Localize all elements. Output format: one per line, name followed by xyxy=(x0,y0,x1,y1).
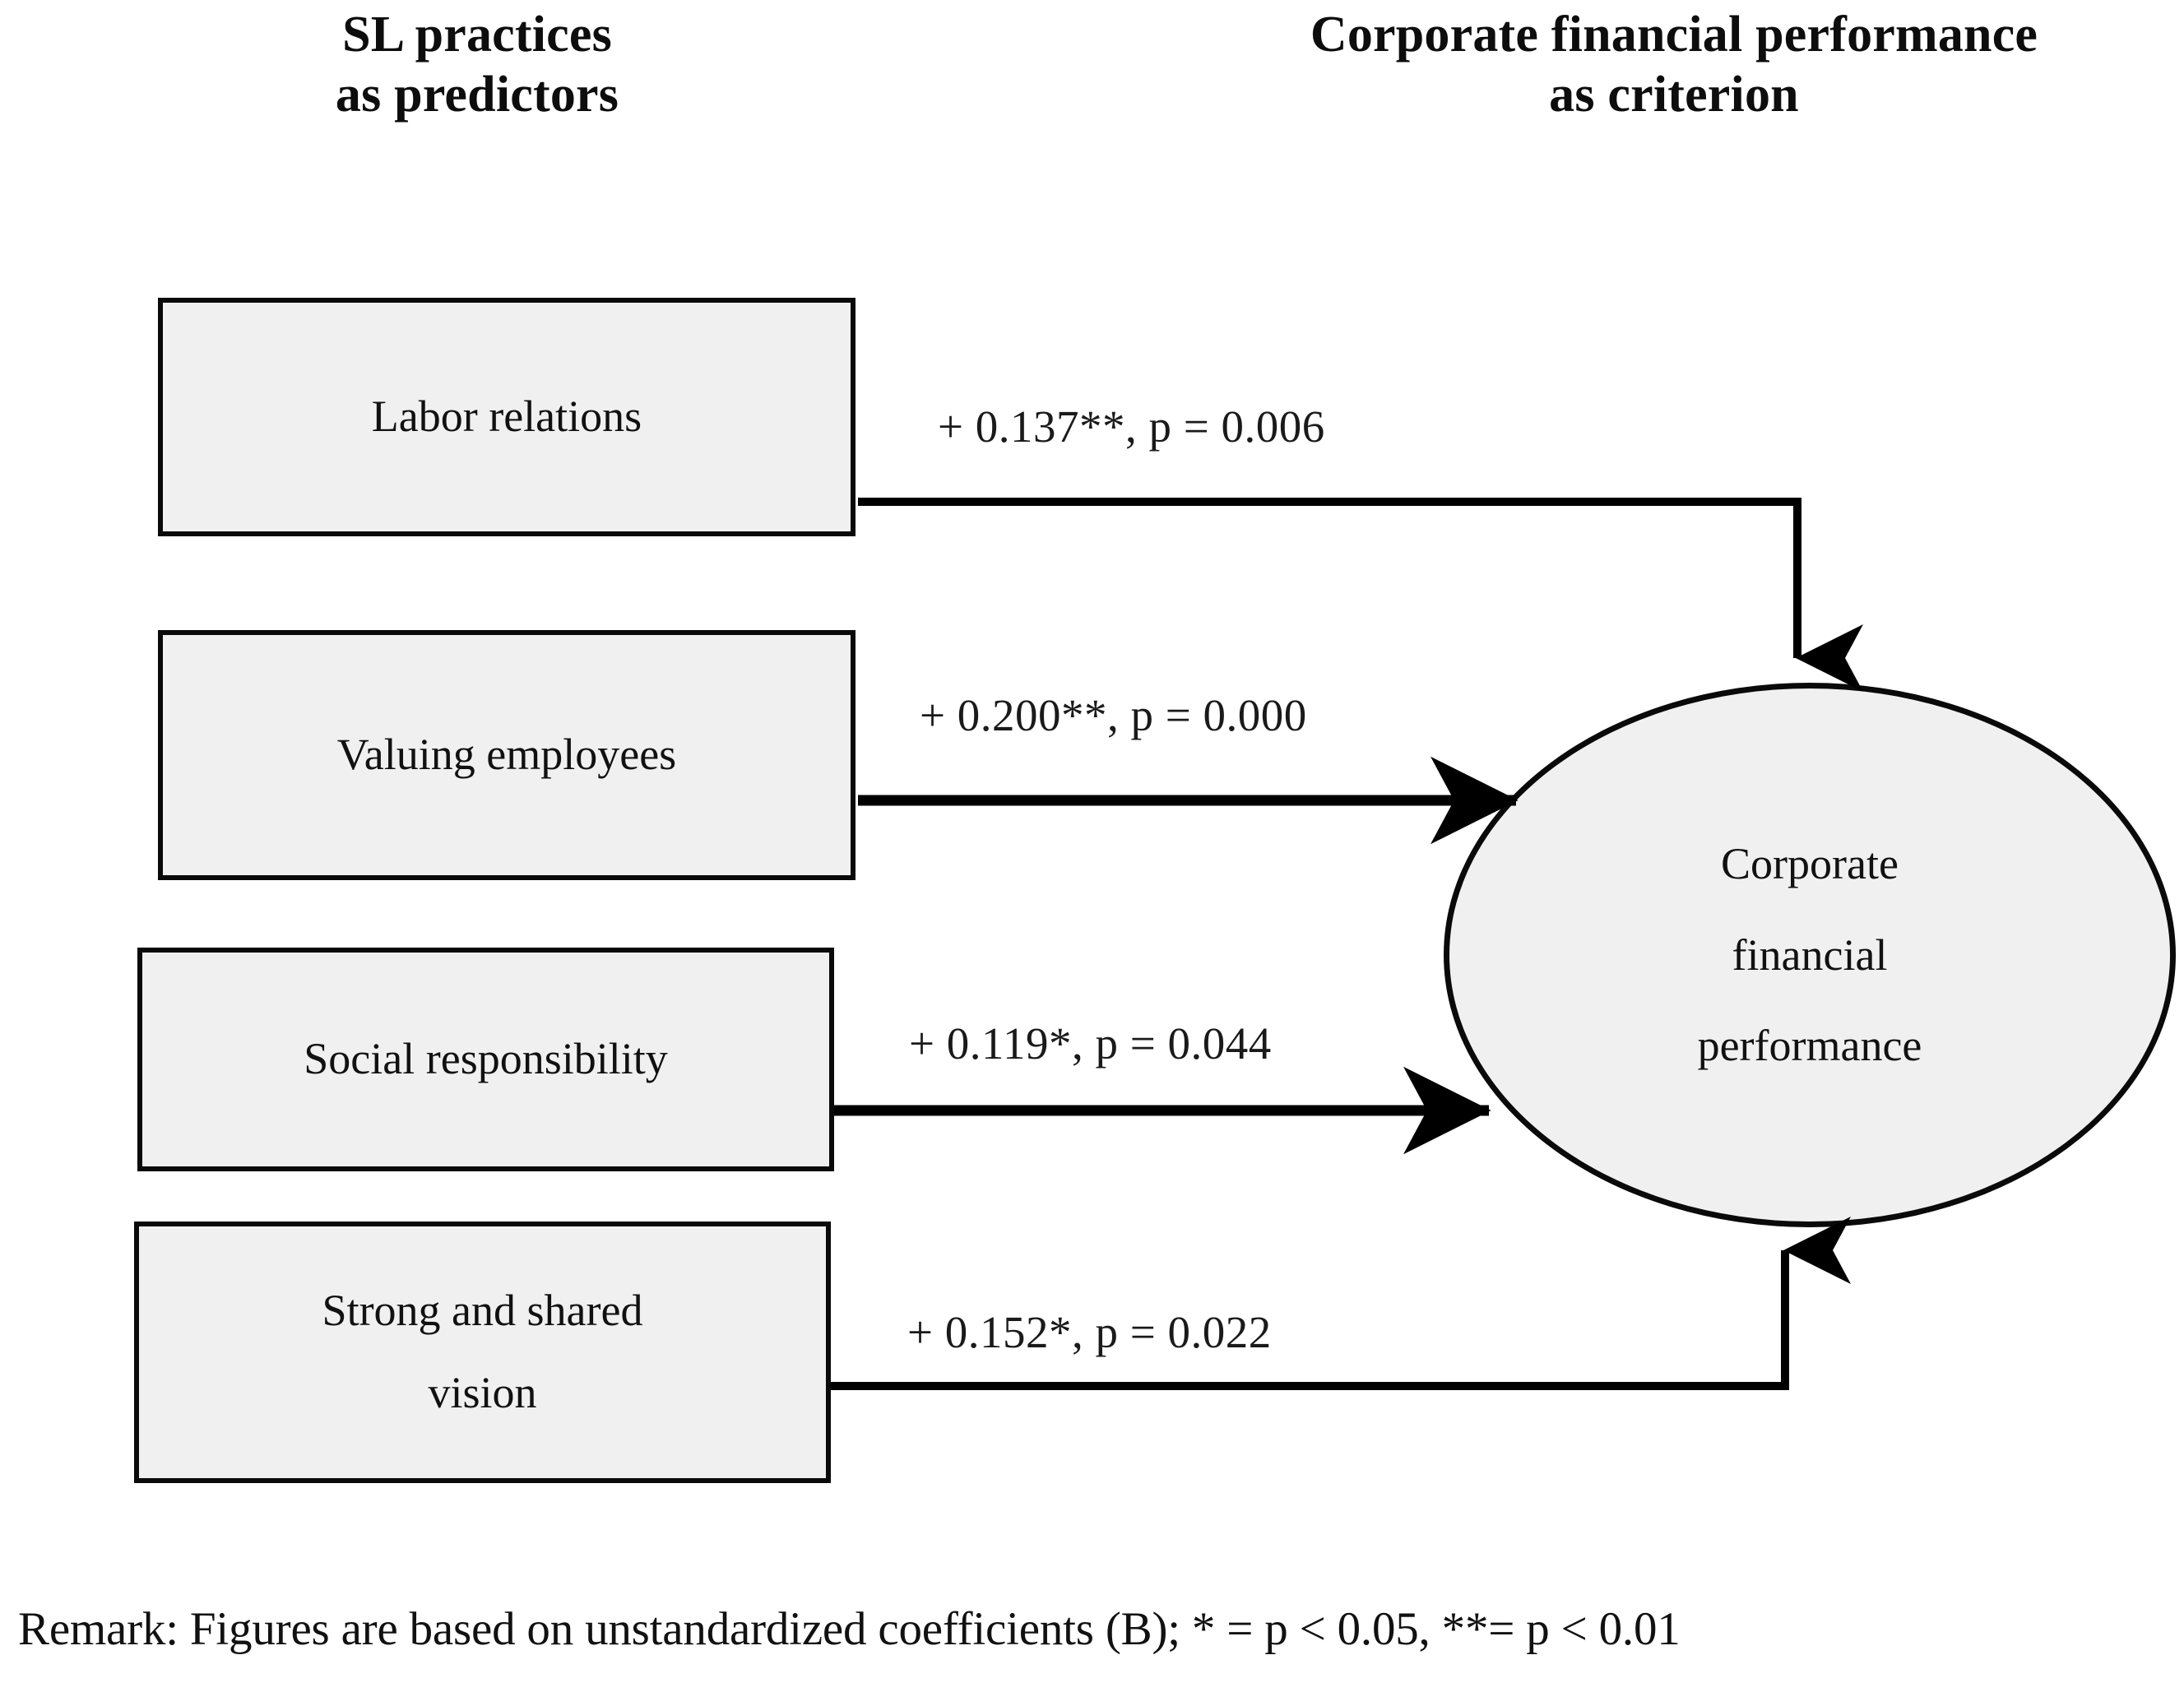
predictor-label-labor-relations: Labor relations xyxy=(371,392,642,442)
predictor-box-social-responsibility[interactable]: Social responsibility xyxy=(137,948,834,1171)
predictor-label-valuing-employees: Valuing employees xyxy=(336,730,677,780)
criterion-label-line2: financial xyxy=(1732,929,1888,980)
criterion-ellipse-corporate-financial-performance[interactable]: Corporate financial performance xyxy=(1444,683,2176,1227)
criterion-label-line3: performance xyxy=(1697,1021,1922,1071)
path-label-social-responsibility: + 0.119*, p = 0.044 xyxy=(909,1018,1272,1069)
figure-remark: Remark: Figures are based on unstandardi… xyxy=(18,1603,1681,1655)
predictor-box-valuing-employees[interactable]: Valuing employees xyxy=(158,630,856,880)
arrow-labor-relations-to-cfp xyxy=(858,498,1863,692)
predictor-label-social-responsibility: Social responsibility xyxy=(304,1034,668,1084)
column-header-criterion: Corporate financial performance as crite… xyxy=(1176,5,2172,125)
criterion-label-line1: Corporate xyxy=(1721,838,1899,888)
predictor-label-strong-shared-vision-line2: vision xyxy=(428,1368,537,1417)
path-label-labor-relations: + 0.137**, p = 0.006 xyxy=(938,401,1325,452)
predictor-box-labor-relations[interactable]: Labor relations xyxy=(158,298,856,536)
predictor-label-strong-shared-vision-line1: Strong and shared xyxy=(322,1286,643,1336)
column-header-criterion-line2: as criterion xyxy=(1549,67,1799,123)
path-label-valuing-employees: + 0.200**, p = 0.000 xyxy=(920,690,1307,740)
column-header-predictors-line2: as predictors xyxy=(335,67,619,123)
path-label-strong-shared-vision: + 0.152*, p = 0.022 xyxy=(907,1307,1272,1357)
column-header-predictors-line1: SL practices xyxy=(342,7,612,63)
column-header-predictors: SL practices as predictors xyxy=(99,5,856,125)
predictor-box-strong-shared-vision[interactable]: Strong and shared vision xyxy=(134,1222,831,1483)
column-header-criterion-line1: Corporate financial performance xyxy=(1310,7,2038,63)
